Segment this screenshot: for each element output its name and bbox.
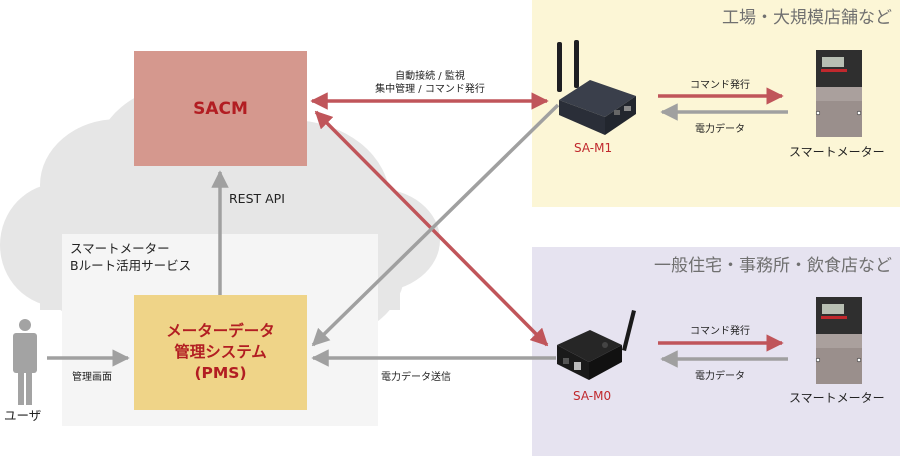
- user-to-pms-label: 管理画面: [72, 372, 112, 383]
- sa-m1-device-icon: [557, 40, 636, 135]
- arrow-m1-pms: [311, 103, 560, 347]
- m0-to-pms-label: 電力データ送信: [381, 372, 451, 383]
- zone-factory-title: 工場・大規模店舗など: [722, 8, 892, 28]
- user-label: ユーザ: [4, 408, 42, 423]
- sa-m0-label: SA-M0: [573, 389, 612, 403]
- sacm-label: SACM: [193, 98, 248, 119]
- pms-box[interactable]: メーターデータ 管理システム (PMS): [134, 295, 307, 410]
- service-label: スマートメーター Bルート活用サービス: [70, 240, 191, 274]
- m0-data-label: 電力データ: [695, 371, 745, 382]
- pms-line3: (PMS): [194, 364, 247, 382]
- sa-m0-device-icon: [557, 310, 636, 380]
- smart-meter-top-icon: [815, 50, 862, 137]
- service-label-line1: スマートメーター: [70, 241, 170, 256]
- sacm-m1-label-line2: 集中管理 / コマンド発行: [375, 84, 485, 95]
- smart-meter-bottom-icon: [815, 297, 862, 384]
- smart-meter-bottom-label: スマートメーター: [789, 391, 885, 405]
- sacm-m1-label: 自動接続 / 監視 集中管理 / コマンド発行: [350, 70, 510, 96]
- sa-m1-label: SA-M1: [574, 141, 613, 155]
- pms-line2: 管理システム: [174, 343, 267, 361]
- m1-data-label: 電力データ: [695, 124, 745, 135]
- smart-meter-top-label: スマートメーター: [789, 145, 885, 159]
- rest-api-label: REST API: [229, 191, 285, 206]
- service-label-line2: Bルート活用サービス: [70, 258, 192, 273]
- m0-cmd-label: コマンド発行: [690, 326, 750, 337]
- m1-cmd-label: コマンド発行: [690, 80, 750, 91]
- sacm-box[interactable]: SACM: [134, 51, 307, 166]
- sacm-m1-label-line1: 自動接続 / 監視: [395, 71, 465, 82]
- user-icon: [13, 319, 37, 405]
- pms-line1: メーターデータ: [166, 322, 275, 340]
- zone-home-title: 一般住宅・事務所・飲食店など: [654, 256, 892, 276]
